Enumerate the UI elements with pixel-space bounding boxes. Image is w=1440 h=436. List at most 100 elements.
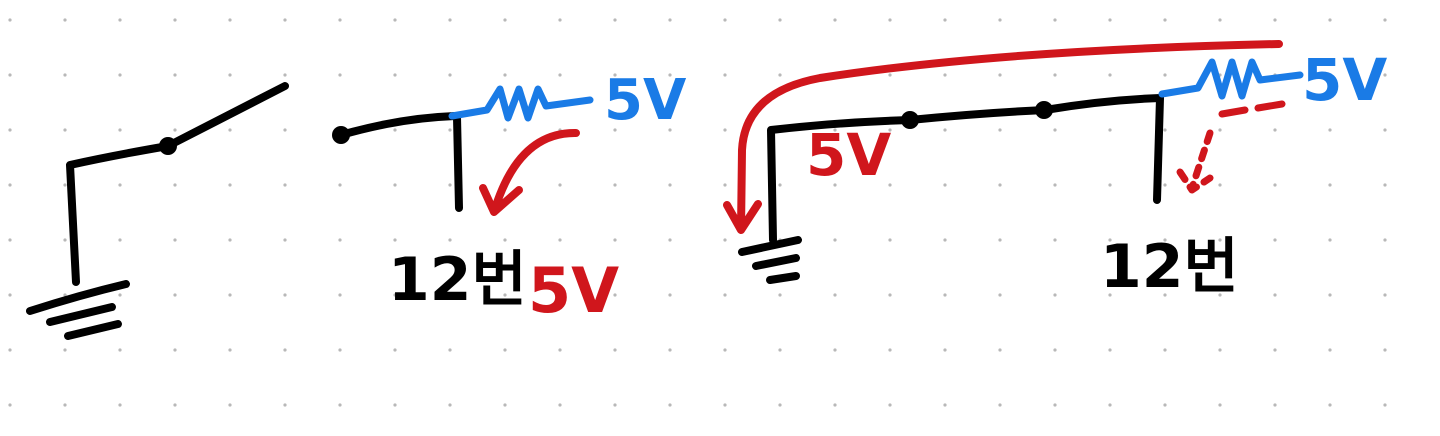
grid-dot <box>393 183 397 187</box>
left-current-arrow <box>479 128 580 216</box>
grid-dot <box>393 128 397 132</box>
grid-dot <box>613 403 617 407</box>
grid-dot <box>118 238 122 242</box>
grid-dot <box>1273 348 1277 352</box>
right-supply-label: 5V <box>1302 46 1387 114</box>
grid-dot <box>1108 293 1112 297</box>
grid-dot <box>8 128 12 132</box>
grid-dot <box>338 73 342 77</box>
grid-dot <box>668 403 672 407</box>
grid-dot <box>723 183 727 187</box>
grid-dot <box>1108 128 1112 132</box>
grid-dot <box>833 183 837 187</box>
grid-dot <box>503 403 507 407</box>
grid-dot <box>888 238 892 242</box>
grid-dot <box>338 183 342 187</box>
grid-dot <box>668 73 672 77</box>
grid-dot <box>943 348 947 352</box>
grid-dot <box>1328 183 1332 187</box>
grid-dot <box>1218 293 1222 297</box>
grid-dot <box>173 128 177 132</box>
grid-dot <box>613 128 617 132</box>
grid-dot <box>448 18 452 22</box>
grid-dot <box>8 348 12 352</box>
grid-dot <box>723 18 727 22</box>
grid-dot <box>1218 238 1222 242</box>
grid-dot <box>1218 128 1222 132</box>
grid-dot <box>228 183 232 187</box>
right-small-current-arrow <box>1176 129 1214 194</box>
grid-dot <box>998 238 1002 242</box>
left-ground-wire <box>66 142 172 286</box>
grid-dot <box>1273 293 1277 297</box>
grid-dot <box>778 73 782 77</box>
grid-dot <box>888 348 892 352</box>
right-pin-label: 12번 <box>1100 232 1239 302</box>
left-measured-voltage-label: 5V <box>528 254 619 327</box>
grid-dot <box>668 348 672 352</box>
grid-dot <box>63 183 67 187</box>
grid-dot <box>63 293 67 297</box>
grid-dot <box>888 18 892 22</box>
grid-dot <box>833 348 837 352</box>
grid-dot <box>1163 238 1167 242</box>
grid-dot <box>1218 403 1222 407</box>
grid-dot <box>943 238 947 242</box>
grid-dot <box>393 238 397 242</box>
grid-dot <box>448 293 452 297</box>
grid-dot <box>1383 238 1387 242</box>
grid-dot <box>8 73 12 77</box>
grid-dot <box>558 183 562 187</box>
grid-dot <box>778 18 782 22</box>
grid-dot <box>1273 183 1277 187</box>
grid-dot <box>1108 238 1112 242</box>
grid-dot <box>723 293 727 297</box>
grid-dot <box>1163 293 1167 297</box>
left-switch-pivot <box>159 137 177 155</box>
grid-dot <box>1108 348 1112 352</box>
grid-dot <box>393 293 397 297</box>
grid-dot <box>1383 183 1387 187</box>
grid-dot <box>1163 73 1167 77</box>
grid-dot <box>228 238 232 242</box>
grid-dot <box>778 348 782 352</box>
grid-dot <box>998 183 1002 187</box>
grid-dot <box>668 18 672 22</box>
grid-dot <box>1108 18 1112 22</box>
right-pullup-resistor <box>1158 58 1304 100</box>
grid-dot <box>503 128 507 132</box>
grid-dot <box>558 73 562 77</box>
grid-dot <box>228 403 232 407</box>
grid-dot <box>943 183 947 187</box>
grid-dot <box>613 18 617 22</box>
grid-dot <box>1328 18 1332 22</box>
grid-dot <box>613 73 617 77</box>
grid-dot <box>283 18 287 22</box>
grid-dot <box>1108 183 1112 187</box>
grid-dot <box>558 18 562 22</box>
grid-dot <box>888 293 892 297</box>
grid-dot <box>448 348 452 352</box>
left-switch-lever <box>164 82 289 150</box>
grid-dot <box>503 73 507 77</box>
grid-dot <box>228 128 232 132</box>
left-pullup-resistor <box>448 85 594 122</box>
grid-dot <box>943 73 947 77</box>
grid-dot <box>998 18 1002 22</box>
grid-dot <box>173 238 177 242</box>
grid-dot <box>8 183 12 187</box>
grid-dot <box>393 403 397 407</box>
grid-dot <box>338 18 342 22</box>
right-ground-wire <box>767 94 1164 244</box>
grid-dot <box>1108 403 1112 407</box>
grid-dot <box>1383 348 1387 352</box>
grid-dot <box>1053 18 1057 22</box>
grid-dot <box>723 348 727 352</box>
grid-dot <box>1328 238 1332 242</box>
grid-dot <box>393 348 397 352</box>
grid-dot <box>943 128 947 132</box>
grid-dot <box>338 403 342 407</box>
grid-dot <box>723 128 727 132</box>
grid-dot <box>1273 18 1277 22</box>
